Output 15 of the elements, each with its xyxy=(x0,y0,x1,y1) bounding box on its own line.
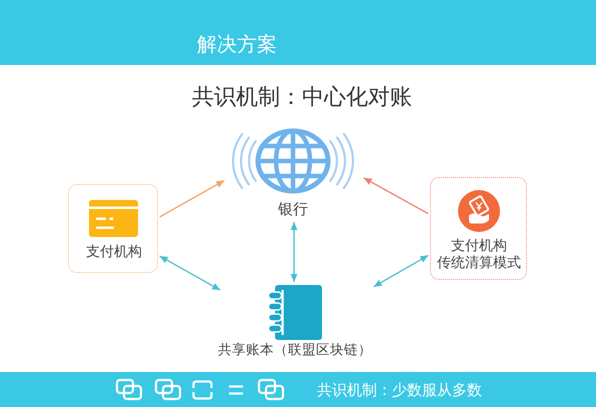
node-label: 共享账本（联盟区块链） xyxy=(218,343,372,358)
footer-text: 共识机制：少数服从多数 xyxy=(317,382,482,398)
node-label: 支付机构 xyxy=(86,245,142,260)
node-label: 银行 xyxy=(278,201,308,218)
dotted-box xyxy=(68,184,158,273)
header-text: 解决方案 xyxy=(197,33,277,55)
node-label: 传统清算模式 xyxy=(437,256,521,272)
dotted-box xyxy=(430,177,527,280)
double-arrow xyxy=(159,256,221,291)
double-arrow xyxy=(373,254,429,288)
double-arrow xyxy=(290,222,298,282)
diagram-title: 共识机制：中心化对账 xyxy=(192,86,412,110)
node-label: 支付机构 xyxy=(451,239,507,254)
arrow xyxy=(159,180,225,218)
arrow xyxy=(363,177,429,214)
